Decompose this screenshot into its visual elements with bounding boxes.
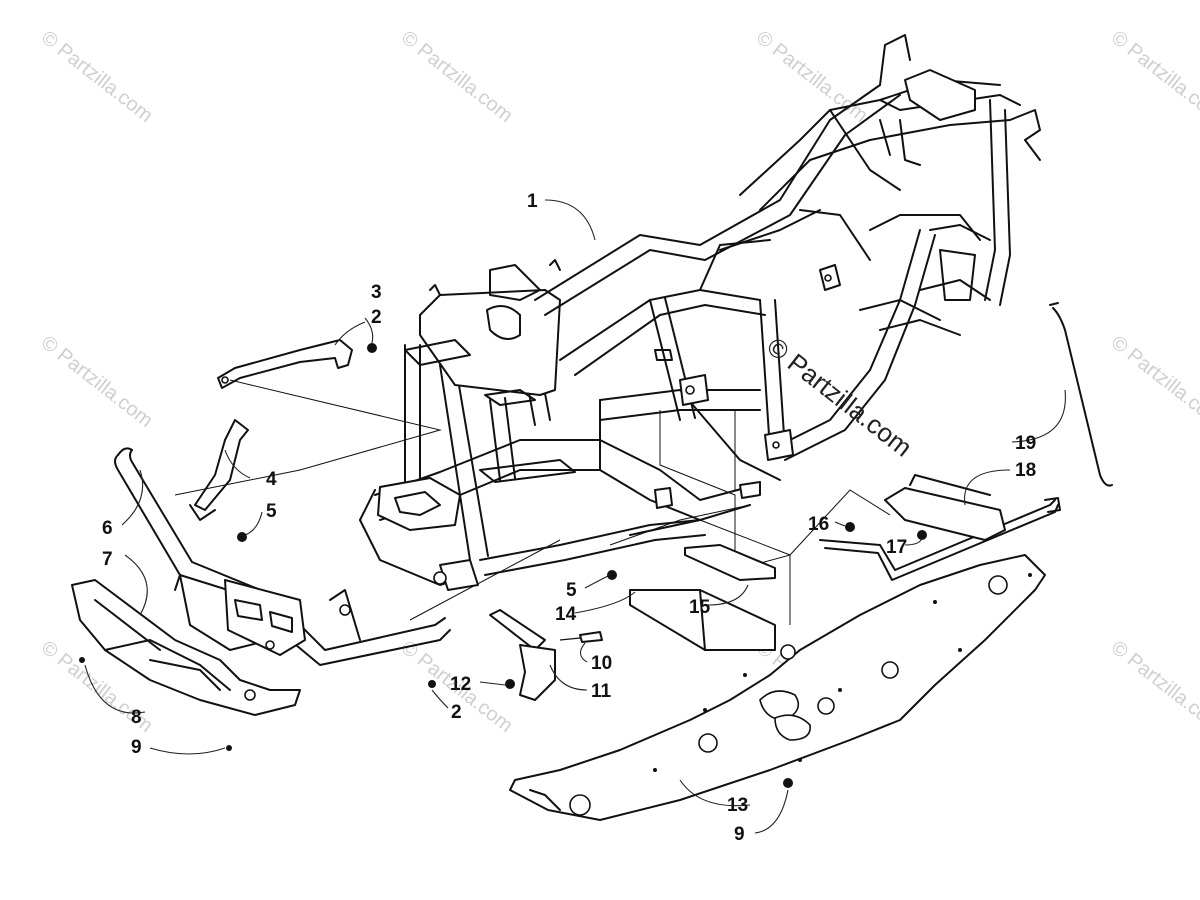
rear-bracket-part-18 xyxy=(819,474,1061,581)
bolt-part-17 xyxy=(917,530,927,540)
bolt-part-10 xyxy=(559,631,603,643)
callout-5: 5 xyxy=(266,501,277,522)
rivet xyxy=(79,657,85,663)
fastener xyxy=(428,680,436,688)
watermark: © Partzilla.com xyxy=(1107,27,1200,127)
callout-3: 3 xyxy=(371,282,382,303)
watermark: © Partzilla.com xyxy=(37,27,157,127)
pad-part-15 xyxy=(684,544,776,581)
front-skid-part-7 xyxy=(71,579,301,716)
assembly-reference-lines xyxy=(174,379,891,625)
callout-2: 2 xyxy=(371,307,382,328)
nut-part-12 xyxy=(505,679,515,689)
callout-2: 2 xyxy=(451,702,462,723)
watermark: © Partzilla.com xyxy=(752,27,872,127)
screw xyxy=(607,570,617,580)
watermark: © Partzilla.com xyxy=(397,27,517,127)
bracket-part-11 xyxy=(489,609,556,701)
watermark: © Partzilla.com xyxy=(1107,332,1200,432)
rivet xyxy=(783,778,793,788)
rivet xyxy=(226,745,232,751)
fastener xyxy=(367,343,377,353)
callout-1: 1 xyxy=(527,191,538,212)
watermark: © Partzilla.com xyxy=(37,332,157,432)
nut-part-16 xyxy=(845,522,855,532)
callout-19: 19 xyxy=(1015,433,1036,454)
callout-7: 7 xyxy=(102,549,113,570)
callout-8: 8 xyxy=(131,707,142,728)
callout-16: 16 xyxy=(808,514,829,535)
pad-part-14 xyxy=(629,589,776,651)
screw xyxy=(237,532,247,542)
callout-5: 5 xyxy=(566,580,577,601)
callout-17: 17 xyxy=(886,537,907,558)
leader-lines xyxy=(84,199,1066,834)
callout-18: 18 xyxy=(1015,460,1036,481)
front-bumper-part-6 xyxy=(114,447,451,666)
callout-9: 9 xyxy=(131,737,142,758)
watermark: © Partzilla.com xyxy=(1107,637,1200,737)
main-frame xyxy=(359,34,1041,591)
bracket-part-4 xyxy=(189,419,249,521)
callout-6: 6 xyxy=(102,518,113,539)
callout-9: 9 xyxy=(734,824,745,845)
bracket-part-3 xyxy=(217,339,353,389)
callout-14: 14 xyxy=(555,604,577,625)
callout-13: 13 xyxy=(727,795,748,816)
callout-10: 10 xyxy=(591,653,612,674)
callouts: 1 3 2 4 5 6 7 8 9 12 2 5 14 15 10 11 16 … xyxy=(102,191,1036,845)
callout-4: 4 xyxy=(266,469,277,490)
callout-12: 12 xyxy=(450,674,471,695)
callout-11: 11 xyxy=(591,681,612,702)
skid-plate-part-13 xyxy=(509,554,1046,821)
callout-15: 15 xyxy=(689,597,711,618)
rod-part-19 xyxy=(1049,302,1113,487)
